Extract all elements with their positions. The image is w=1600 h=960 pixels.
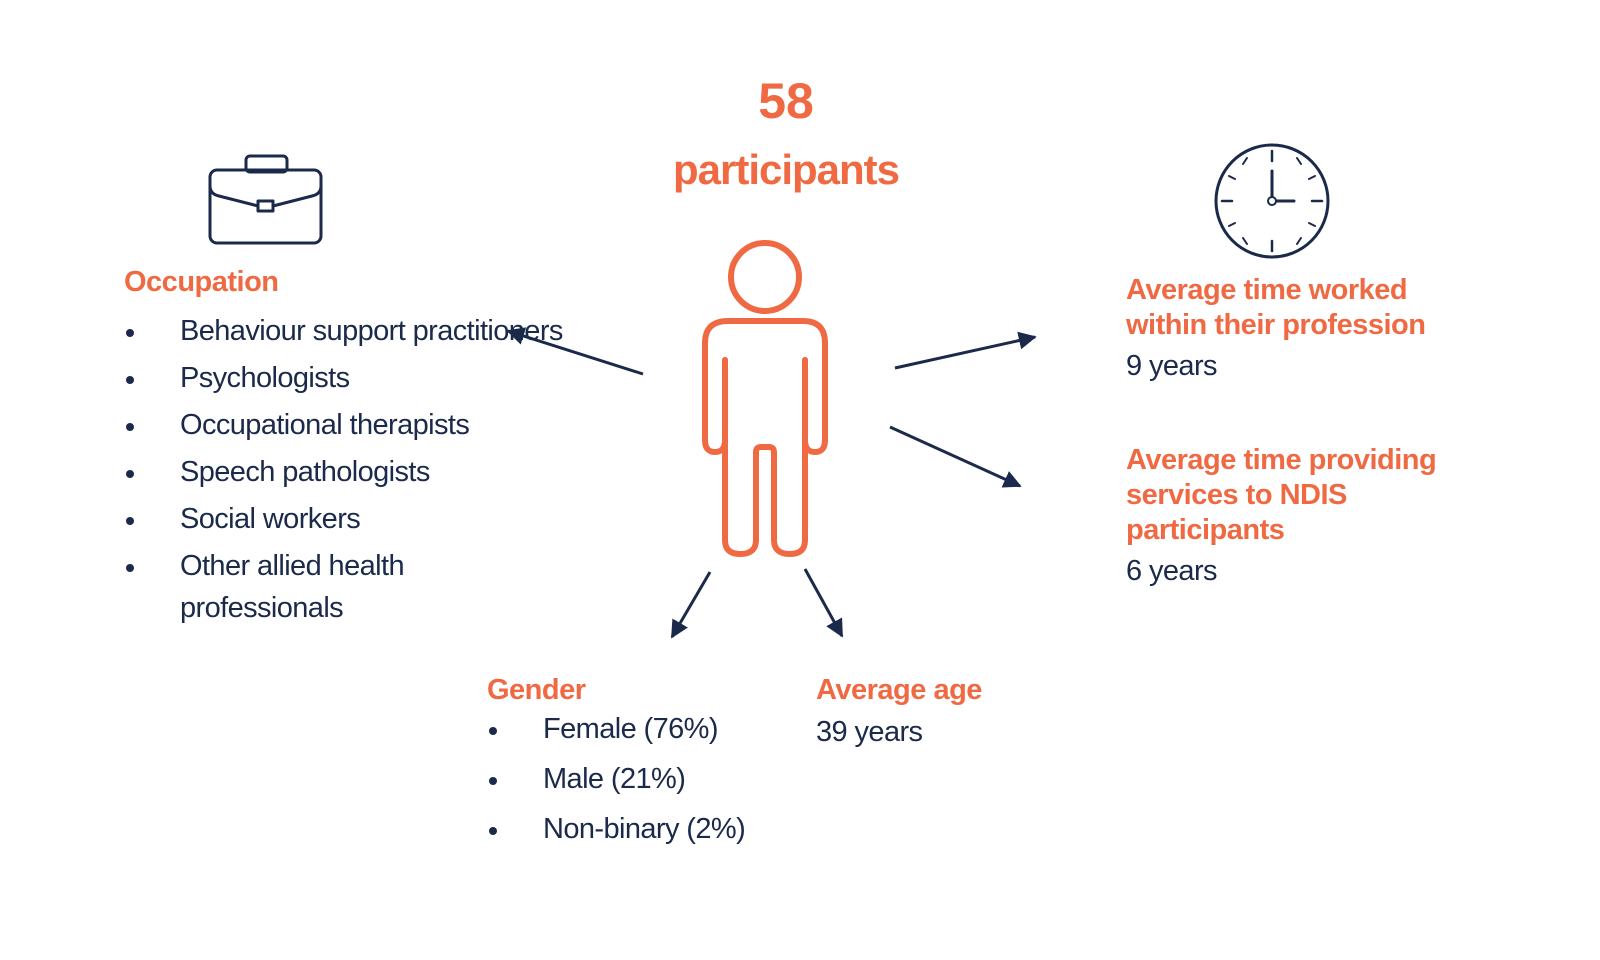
gender-heading: Gender [487, 674, 586, 706]
time-worked-value: 9 years [1126, 350, 1218, 382]
average-age-value: 39 years [816, 716, 923, 748]
arrow-time-worked [894, 331, 1037, 370]
time-ndis-heading: Average time providing services to NDIS … [1126, 444, 1437, 546]
clock-icon [1214, 143, 1330, 259]
list-item: Male (21%) [487, 758, 817, 800]
occupation-list: Behaviour support practitioners Psycholo… [124, 310, 564, 634]
arrow-time-ndis [889, 425, 1022, 488]
arrow-occupation [506, 327, 644, 376]
participant-label: participants [672, 146, 900, 193]
average-age-heading: Average age [816, 674, 982, 706]
participant-count: 58 [758, 73, 814, 129]
time-ndis-value: 6 years [1126, 555, 1218, 587]
briefcase-icon [208, 154, 323, 245]
list-item: Psychologists [124, 357, 564, 399]
list-item: Non-binary (2%) [487, 808, 817, 850]
list-item: Occupational therapists [124, 404, 564, 446]
list-item: Other allied health professionals [124, 545, 564, 629]
list-item: Behaviour support practitioners [124, 310, 564, 352]
arrow-gender [670, 571, 712, 639]
time-worked-heading: Average time worked within their profess… [1126, 274, 1426, 341]
person-icon [702, 240, 828, 557]
arrow-average-age [803, 568, 844, 638]
list-item: Female (76%) [487, 708, 817, 750]
occupation-heading: Occupation [124, 266, 279, 298]
gender-list: Female (76%) Male (21%) Non-binary (2%) [487, 708, 817, 858]
list-item: Social workers [124, 498, 564, 540]
list-item: Speech pathologists [124, 451, 564, 493]
